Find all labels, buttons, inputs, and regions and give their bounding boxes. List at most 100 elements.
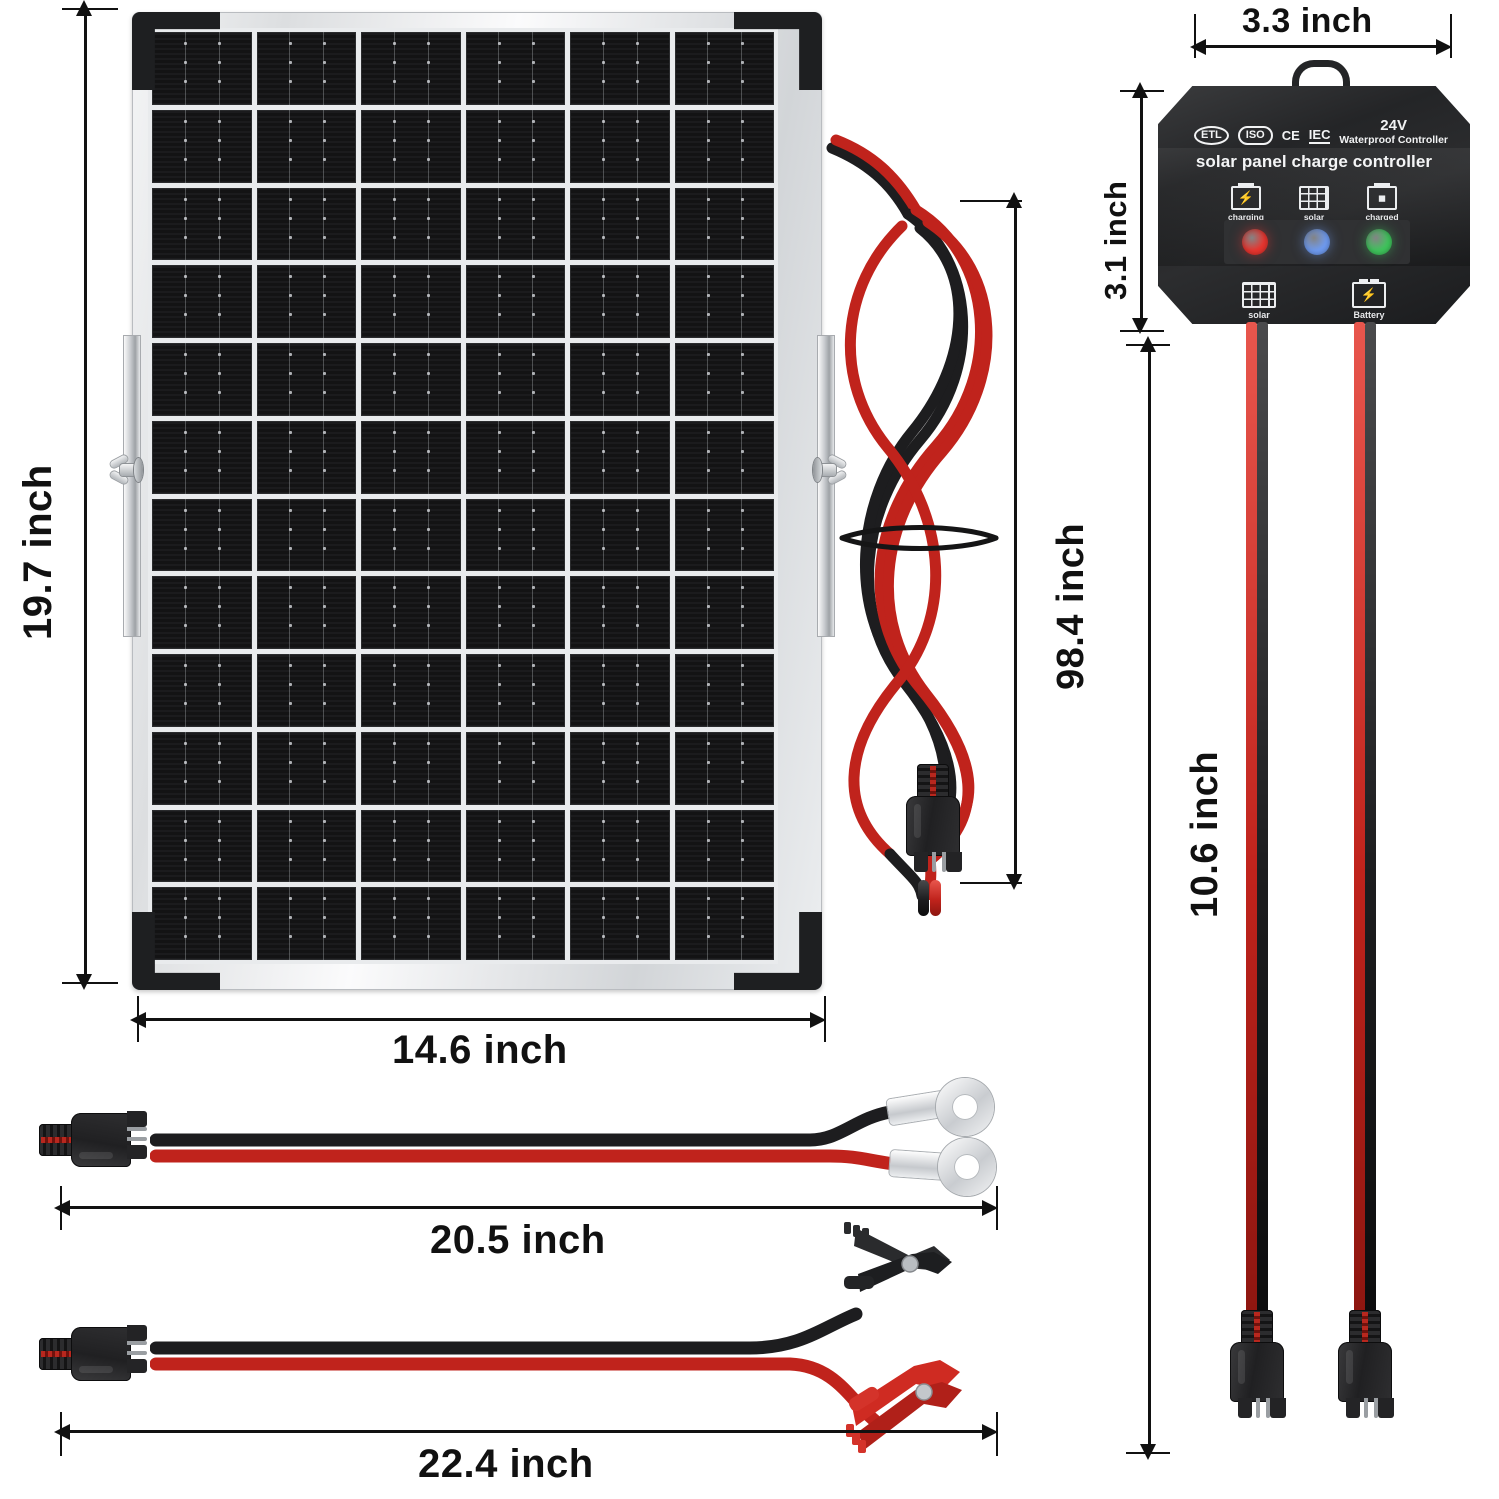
- busbar-dot: [393, 294, 397, 298]
- busbar-dot: [288, 275, 292, 279]
- busbar-dot: [497, 546, 501, 550]
- dim-arrow: [130, 1012, 146, 1028]
- controller-solar-cable-red: [1246, 322, 1257, 1324]
- busbar-dot: [322, 624, 326, 628]
- busbar-dot: [218, 527, 222, 531]
- busbar-dot: [531, 897, 535, 901]
- ring-cable-dimension-line: [66, 1206, 991, 1209]
- busbar-dot: [706, 508, 710, 512]
- dim-arrow: [76, 974, 92, 990]
- busbar-dot: [497, 197, 501, 201]
- busbar-dot: [602, 430, 606, 434]
- solar-cell: [152, 265, 252, 338]
- busbar-dot: [531, 42, 535, 46]
- busbar-dot: [288, 857, 292, 861]
- busbar-dot: [218, 138, 222, 142]
- busbar-dot: [740, 391, 744, 394]
- busbar-dot: [602, 527, 606, 531]
- busbar-dot: [706, 61, 710, 65]
- busbar-dot: [218, 586, 222, 590]
- busbar-dot: [740, 216, 744, 220]
- busbar-dot: [218, 664, 222, 668]
- busbar-dot: [184, 664, 188, 668]
- busbar-dot: [322, 372, 326, 376]
- busbar-dot: [322, 664, 326, 668]
- controller-cable-length-label: 10.6 inch: [1184, 750, 1226, 918]
- solar-panel-assembly: [109, 6, 847, 1006]
- busbar-dot: [218, 760, 222, 764]
- ring-cable-sae-connector: [39, 1109, 147, 1171]
- busbar-dot: [184, 683, 188, 687]
- clip-cable-sae-connector: [39, 1323, 147, 1385]
- busbar-dot: [497, 275, 501, 279]
- busbar-dot: [706, 819, 710, 823]
- busbar-dot: [602, 586, 606, 590]
- busbar-dot: [531, 508, 535, 512]
- busbar-dot: [602, 80, 606, 83]
- busbar-dot: [184, 527, 188, 531]
- busbar-dot: [218, 61, 222, 65]
- indicator-label: solar: [1303, 212, 1325, 222]
- controller-width-dimension-line: [1200, 45, 1445, 48]
- busbar-dot: [740, 468, 744, 472]
- solar-cell: [152, 809, 252, 883]
- busbar-dot: [322, 391, 326, 394]
- busbar-dot: [636, 916, 640, 920]
- busbar-dot: [497, 935, 501, 939]
- busbar-dot: [393, 313, 397, 317]
- solar-cell: [465, 887, 565, 960]
- busbar-dot: [740, 372, 744, 376]
- busbar-dot: [288, 353, 292, 357]
- port-battery: ⚡ Battery: [1337, 279, 1401, 320]
- busbar-dot: [218, 741, 222, 745]
- busbar-dot: [531, 353, 535, 357]
- busbar-dot: [531, 372, 535, 376]
- busbar-dot: [740, 546, 744, 550]
- busbar-dot: [393, 838, 397, 842]
- busbar-dot: [184, 391, 188, 394]
- busbar-dot: [740, 741, 744, 745]
- busbar-dot: [602, 664, 606, 668]
- solar-cell: [570, 420, 670, 494]
- busbar-dot: [288, 683, 292, 687]
- busbar-dot: [636, 372, 640, 376]
- busbar-dot: [531, 857, 535, 861]
- led-charged: [1366, 229, 1392, 255]
- busbar-dot: [184, 372, 188, 376]
- solar-cell: [674, 109, 774, 183]
- busbar-dot: [602, 353, 606, 357]
- busbar-dot: [706, 605, 710, 609]
- busbar-dot: [288, 897, 292, 901]
- busbar-dot: [322, 216, 326, 220]
- solar-cell: [152, 187, 252, 261]
- busbar-dot: [740, 430, 744, 434]
- busbar-dot: [184, 916, 188, 920]
- busbar-dot: [322, 857, 326, 861]
- solar-cell: [465, 265, 565, 338]
- busbar-dot: [706, 42, 710, 46]
- busbar-dot: [218, 294, 222, 298]
- busbar-dot: [218, 819, 222, 823]
- busbar-dot: [218, 157, 222, 161]
- busbar-dot: [602, 916, 606, 920]
- indicator-charging: ⚡ charging: [1226, 183, 1266, 222]
- panel-laminate: [148, 28, 778, 964]
- ring-terminal-negative: [938, 1138, 996, 1196]
- indicator-label: charged: [1365, 212, 1399, 222]
- busbar-dot: [427, 294, 431, 298]
- busbar-dot: [184, 605, 188, 609]
- busbar-dot: [218, 857, 222, 861]
- controller-height-dimension-line: [1140, 96, 1143, 324]
- busbar-dot: [706, 430, 710, 434]
- solar-cell: [361, 809, 461, 883]
- busbar-dot: [531, 779, 535, 783]
- solar-cell: [674, 343, 774, 416]
- solar-cell: [256, 731, 356, 805]
- dim-arrow: [1006, 874, 1022, 890]
- busbar-dot: [531, 702, 535, 705]
- ring-terminal-positive: [936, 1078, 994, 1136]
- busbar-dot: [184, 449, 188, 453]
- busbar-dot: [602, 546, 606, 550]
- controller-battery-cable-black: [1365, 322, 1376, 1324]
- busbar-dot: [602, 157, 606, 161]
